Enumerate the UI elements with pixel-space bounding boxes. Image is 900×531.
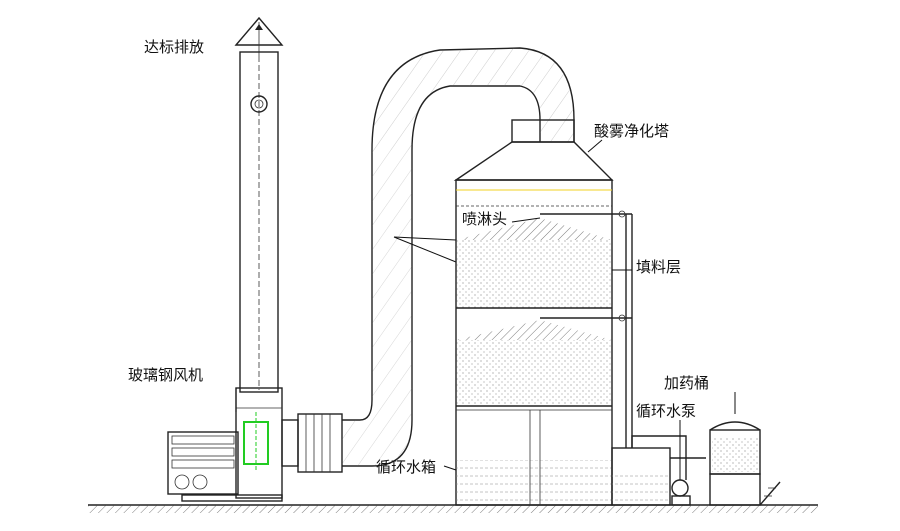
lower-duct <box>342 47 575 467</box>
acid-mist-tower-label: 酸雾净化塔 <box>594 122 670 140</box>
tower-hood <box>453 119 614 181</box>
dosing-tank <box>709 421 781 506</box>
packing-layer-label: 填料层 <box>636 258 682 276</box>
fan-assembly <box>167 412 343 495</box>
exhaust-stack <box>181 16 284 502</box>
spray-head-label: 喷淋头 <box>462 210 508 228</box>
leader-lines <box>235 139 736 480</box>
spray-piping <box>540 210 706 506</box>
ground <box>88 504 818 513</box>
dosing-tank-label: 加药桶 <box>664 374 710 392</box>
circulation-pump-label: 循环水泵 <box>636 402 697 420</box>
fan-label: 玻璃钢风机 <box>128 366 204 384</box>
discharge-label: 达标排放 <box>144 38 205 56</box>
scrubber-tower <box>455 179 613 506</box>
circulation-tank-label: 循环水箱 <box>376 458 437 476</box>
